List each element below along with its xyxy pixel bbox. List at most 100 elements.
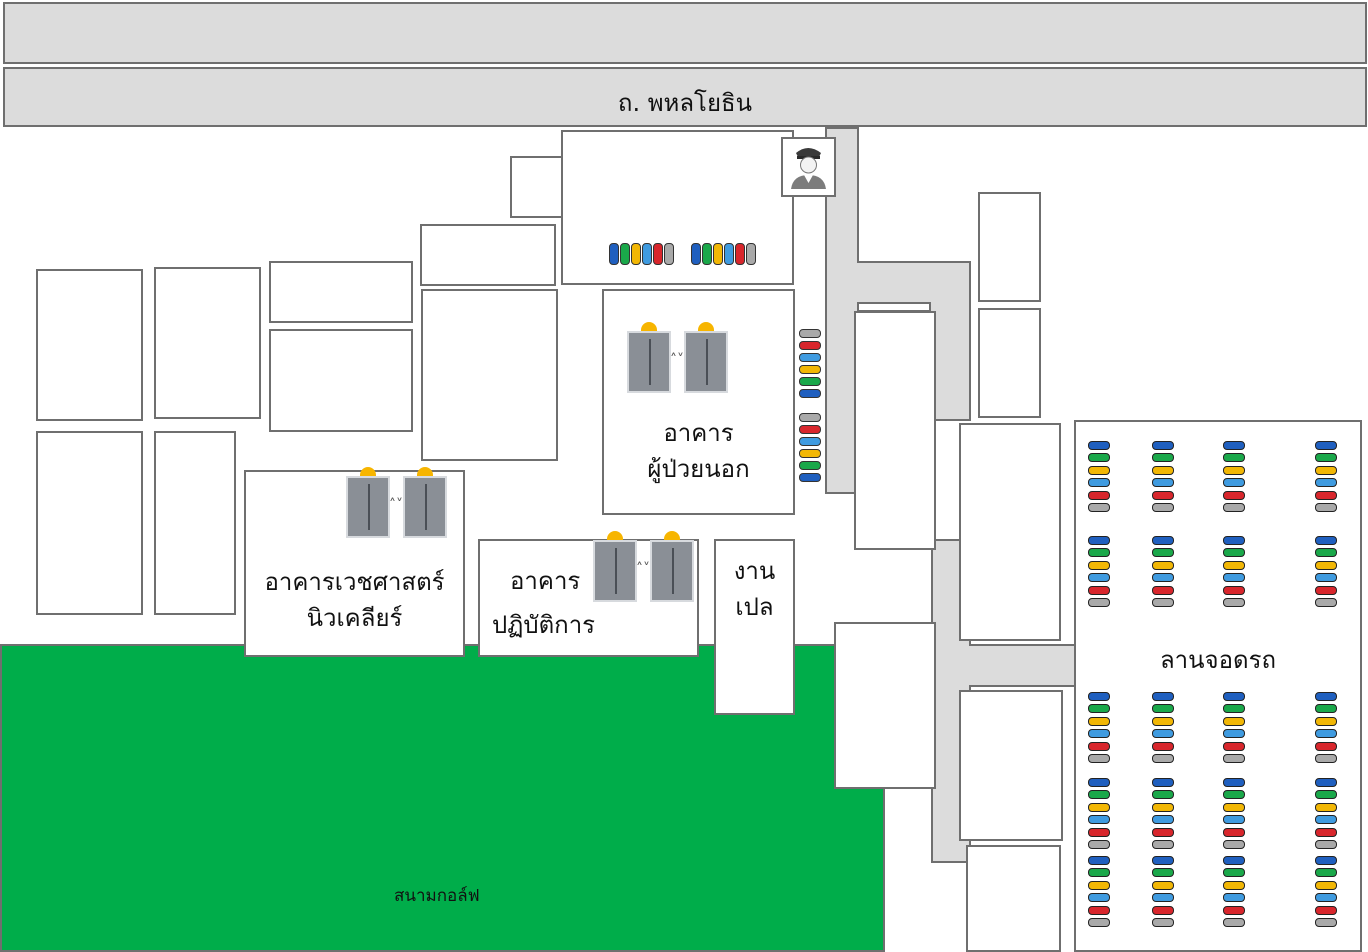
car-icon (1315, 778, 1337, 787)
laboratory-building-line1: อาคาร (510, 567, 581, 595)
car-icon (1315, 478, 1337, 488)
elevator-lamp-icon (641, 322, 657, 331)
car-icon (1223, 754, 1245, 763)
front-parking-area[interactable] (561, 130, 794, 285)
car-icon (735, 243, 745, 265)
laboratory-building-line2: ปฏิบัติการ (492, 611, 596, 639)
car-icon (799, 389, 821, 398)
guard-post[interactable] (781, 137, 836, 197)
car-icon (1152, 856, 1174, 865)
car-icon (1223, 585, 1245, 595)
building-block[interactable] (269, 261, 413, 323)
outpatient-building-name: อาคาร ผู้ป่วยนอก (604, 415, 793, 487)
car-icon (1223, 905, 1245, 915)
building-block[interactable] (36, 431, 143, 615)
car-icon (1223, 868, 1245, 878)
car-icon (1223, 573, 1245, 583)
building-block[interactable] (834, 622, 936, 789)
car-icon (1315, 880, 1337, 890)
car-icon (1152, 573, 1174, 583)
car-icon (1152, 503, 1174, 512)
elevator-arrows-icon: ˄˅ (636, 561, 650, 577)
elevator-icon (593, 540, 637, 602)
car-icon (1223, 918, 1245, 927)
car-icon (1223, 778, 1245, 787)
car-icon (1315, 827, 1337, 837)
car-icon (1152, 536, 1174, 545)
building-block[interactable] (854, 311, 936, 550)
car-icon (1315, 868, 1337, 878)
car-icon (1088, 548, 1110, 558)
car-icon (1088, 893, 1110, 903)
porter-building-line2: เปล (735, 593, 774, 621)
elevator-icon (627, 331, 671, 393)
car-icon (1315, 490, 1337, 500)
car-icon (1088, 692, 1110, 701)
car-icon (799, 365, 821, 374)
building-block[interactable] (978, 192, 1041, 302)
car-icon (1315, 815, 1337, 825)
car-icon (1223, 840, 1245, 849)
building-block[interactable] (959, 423, 1061, 641)
car-icon (1315, 802, 1337, 812)
car-icon (1223, 548, 1245, 558)
building-block[interactable] (421, 289, 558, 461)
car-icon (1315, 729, 1337, 739)
car-icon (1315, 692, 1337, 701)
car-icon (1315, 905, 1337, 915)
car-icon (1152, 827, 1174, 837)
car-icon (1223, 441, 1245, 450)
car-icon (1152, 598, 1174, 607)
building-block[interactable] (269, 329, 413, 432)
car-icon (1223, 453, 1245, 463)
parking-lot-label: ลานจอดรถ (1159, 646, 1277, 674)
building-block[interactable] (966, 845, 1061, 952)
car-icon (1088, 827, 1110, 837)
car-icon (1088, 856, 1110, 865)
car-icon (1088, 880, 1110, 890)
main-road-label: ถ. พหลโยธิน (617, 89, 753, 117)
car-icon (1152, 692, 1174, 701)
car-icon (1088, 441, 1110, 450)
car-icon (1223, 815, 1245, 825)
building-block[interactable] (36, 269, 143, 421)
car-icon (1152, 790, 1174, 800)
car-icon (1088, 868, 1110, 878)
car-icon (1223, 503, 1245, 512)
car-icon (799, 473, 821, 482)
car-icon (1152, 716, 1174, 726)
car-icon (1152, 465, 1174, 475)
building-block[interactable] (420, 224, 556, 286)
car-icon (1223, 490, 1245, 500)
porter-building[interactable]: งาน เปล (714, 539, 795, 715)
nuclear-medicine-building-line2: นิวเคลียร์ (306, 604, 403, 632)
parking-lot[interactable]: ลานจอดรถ (1074, 420, 1362, 952)
building-block[interactable] (154, 267, 261, 419)
car-icon (1223, 741, 1245, 751)
car-icon (799, 461, 821, 470)
car-icon (713, 243, 723, 265)
elevator-icon (650, 540, 694, 602)
building-block[interactable] (978, 308, 1041, 418)
car-icon (1088, 598, 1110, 607)
car-icon (1315, 548, 1337, 558)
car-icon (702, 243, 712, 265)
car-icon (1223, 465, 1245, 475)
car-icon (664, 243, 674, 265)
car-icon (1152, 754, 1174, 763)
car-icon (1223, 802, 1245, 812)
building-block[interactable] (959, 690, 1063, 841)
car-icon (609, 243, 619, 265)
car-icon (1088, 741, 1110, 751)
car-icon (1088, 465, 1110, 475)
outpatient-building[interactable]: อาคาร ผู้ป่วยนอก (602, 289, 795, 515)
car-icon (1152, 918, 1174, 927)
car-icon (1223, 716, 1245, 726)
car-icon (1088, 815, 1110, 825)
car-icon (1152, 729, 1174, 739)
car-icon (631, 243, 641, 265)
car-icon (1152, 905, 1174, 915)
building-block[interactable] (154, 431, 236, 615)
elevator-icon (403, 476, 447, 538)
car-icon (799, 377, 821, 386)
